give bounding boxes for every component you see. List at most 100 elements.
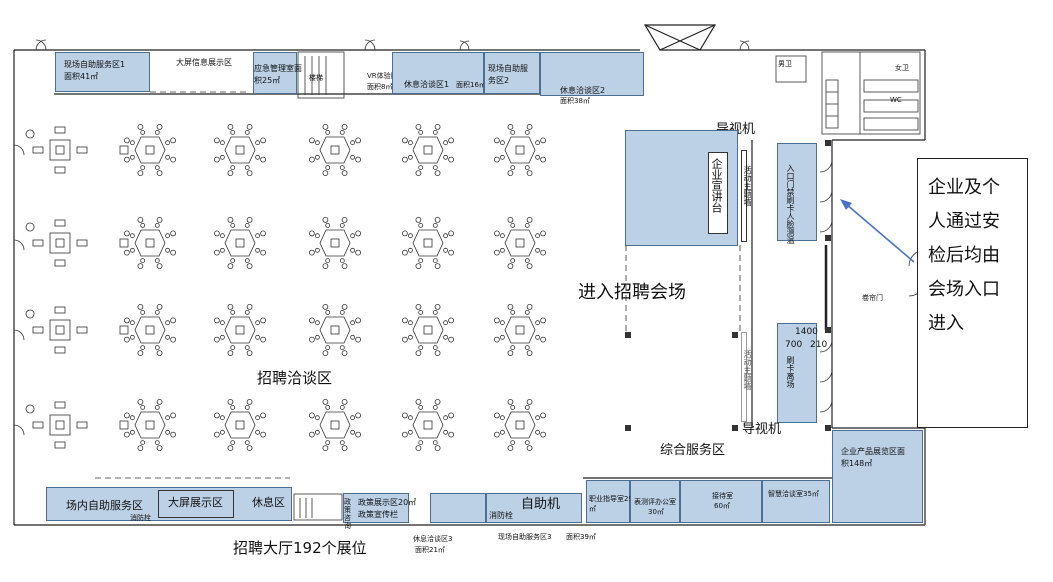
table-cluster [213,124,267,177]
table-cluster [401,216,455,270]
table-cluster [124,216,177,270]
table-cluster [308,398,362,452]
big-screen-display-box [158,490,234,518]
rest-zone-1-label: 休息洽谈区1 [404,80,450,89]
recruit-office-label: 表测评办公室 [634,498,676,506]
activity-wall-top [741,150,747,242]
table-cluster [25,306,88,354]
self-service-zone-2-label2: 务区2 [488,76,510,85]
stair-label: 楼梯 [309,74,323,82]
table-cluster [493,124,546,177]
table-cluster [401,303,455,357]
booth-marker [119,325,129,335]
booth-marker [119,145,129,155]
fire-box-2-label: 消防栓 [489,511,513,520]
enterprise-stage-label: 企业宣讲台 [710,158,723,213]
self-machine-label: 自助机 [521,497,561,512]
hall-total-label: 招聘大厅192个展位 [233,539,367,557]
self-service-zone-1-label: 现场自助服务区1 [64,60,126,69]
activity-wall-top-label: 活动主题墙 [743,166,752,206]
table-cluster [25,401,88,449]
self-service-zone-1 [55,52,150,92]
dim-700: 700 [785,340,803,350]
big-screen-display-label: 大屏展示区 [168,496,223,509]
entrance-checkpoint [777,143,817,241]
table-cluster [308,124,362,177]
table-cluster [213,216,267,270]
table-cluster [308,303,362,357]
rest-zone-1-area: 面积16㎡ [456,81,486,89]
emergency-room-area: 积25㎡ [254,76,281,85]
activity-wall-bottom-label: 活动主题墙 [743,350,752,390]
entrance-checkpoint-label: 入口门禁刷卡人脸测温 [786,164,795,244]
booth-marker [119,238,129,248]
table-cluster [124,398,177,452]
table-cluster [213,398,267,452]
vr-area-label: VR体验区 [367,72,398,80]
policy-display-label: 政策展示区20㎡ [358,498,417,507]
consult-room [762,480,830,523]
fire-box-1-label: 消防栓 [130,514,151,522]
table-cluster [493,216,546,270]
rest-zone-3 [430,493,486,523]
self-service-zone-3-area: 面积39㎡ [566,533,596,541]
wc-label: WC [890,96,902,104]
inner-self-service-label: 场内自助服务区 [66,499,143,512]
booth-marker [119,420,129,430]
policy-consult-label: 政策咨询 [344,498,351,531]
column-post [625,425,631,431]
self-service-zone-3 [486,493,582,523]
career-guide-area: ㎡ [589,505,596,513]
restroom-a-label: 男卫 [778,60,792,68]
guide-machine-bottom-label: 导视机 [742,422,782,437]
exit-checkpoint [777,323,817,423]
column-post [625,332,631,338]
rest-zone-2 [540,52,644,96]
enterprise-stage [708,152,728,234]
reception-area: 60㎡ [714,502,730,510]
table-cluster [213,303,267,357]
product-display-zone [832,430,923,523]
negotiation-area-label: 招聘洽谈区 [257,369,333,387]
big-screen-info-label: 大屏信息展示区 [176,58,232,67]
dim-1400: 1400 [795,327,818,337]
enter-venue-label: 进入招聘会场 [578,282,686,303]
table-cluster [401,398,455,452]
table-cluster [401,124,455,177]
activity-wall-bottom [741,332,747,422]
recruit-office [630,480,680,523]
self-service-zone-1-area: 面积41㎡ [64,72,99,81]
column-post [732,332,738,338]
column-post [732,425,738,431]
door-tag-label: 卷帘门 [862,294,883,302]
self-service-zone-2-label: 现场自助服 [488,64,528,73]
career-guide-label: 职业指导室29 [589,495,633,503]
rest-zone-2-area: 面积38㎡ [560,97,590,105]
table-cluster [124,124,177,177]
exit-checkpoint-label: 刷卡离场 [786,356,795,388]
self-service-zone-2 [484,52,540,94]
table-cluster [25,219,88,267]
rest-zone-1 [392,52,484,94]
inner-self-service-zone [46,487,292,521]
emergency-room-label: 应急管理室面 [254,64,302,73]
rest-area-label: 休息区 [252,496,285,509]
rest-zone-3-label: 休息洽谈区3 [413,535,453,543]
column-post [825,235,831,241]
rest-zone-2-label: 休息洽谈区2 [560,86,606,95]
table-cluster [493,398,546,452]
product-display-area: 积148㎡ [841,459,873,468]
recruit-office-area: 30㎡ [648,508,664,516]
emergency-room [253,52,297,94]
career-guide-room [586,480,630,523]
policy-zone [343,493,409,523]
dim-210: 210 [810,340,828,350]
table-cluster [25,126,88,174]
service-area-label: 综合服务区 [660,443,726,458]
column-post [825,140,831,146]
vr-area-area: 面积8㎡ [367,83,393,91]
column-post [825,327,831,333]
rest-zone-3-area: 面积21㎡ [415,546,445,554]
